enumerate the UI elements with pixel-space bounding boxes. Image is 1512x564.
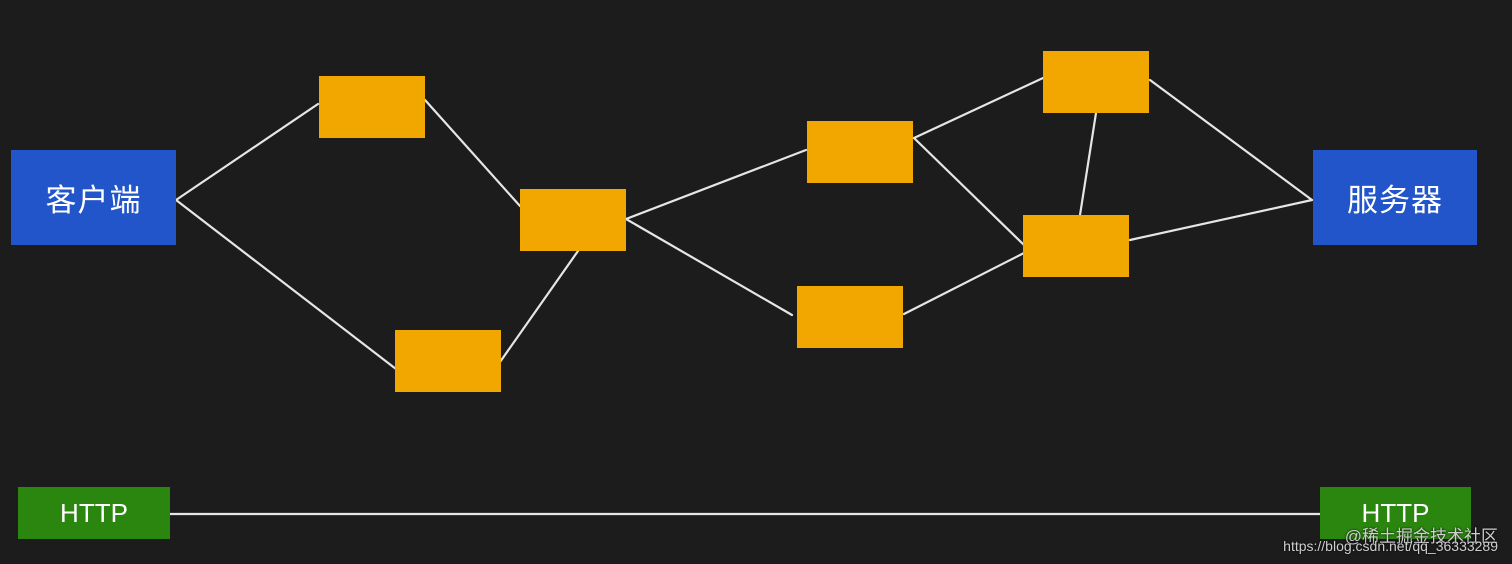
router-node [1023,215,1129,277]
link-router2-router5 [624,217,794,317]
link-router7-server [1128,198,1314,242]
http-left-box: HTTP [18,487,170,539]
link-router3-router2 [498,249,580,364]
link-router4-router6 [912,76,1045,140]
router-node [807,121,913,183]
link-client-router3 [174,198,398,371]
server-box: 服务器 [1313,150,1477,245]
link-router2-router4 [624,148,808,221]
router-node [797,286,903,348]
router-node [395,330,501,392]
client-label: 客户端 [45,183,142,219]
watermark-brand: @稀土掘金技术社区 [1344,527,1498,546]
router-node [1043,51,1149,113]
link-router5-router7 [902,251,1026,316]
watermark-url: https://blog.csdn.net/qq_36333289 [1283,538,1498,554]
server-label: 服务器 [1347,183,1443,219]
router-node [319,76,425,138]
http-right-box: HTTP [1320,487,1471,539]
link-router6-server [1148,78,1314,202]
link-client-router1 [174,102,320,202]
http-right-label: HTTP [1361,497,1430,528]
client-box: 客户端 [11,150,176,245]
link-router4-router7 [912,136,1026,247]
link-router1-router2 [423,98,522,208]
link-router6-router7 [1078,111,1098,217]
http-left-label: HTTP [60,497,128,528]
router-node [520,189,626,251]
